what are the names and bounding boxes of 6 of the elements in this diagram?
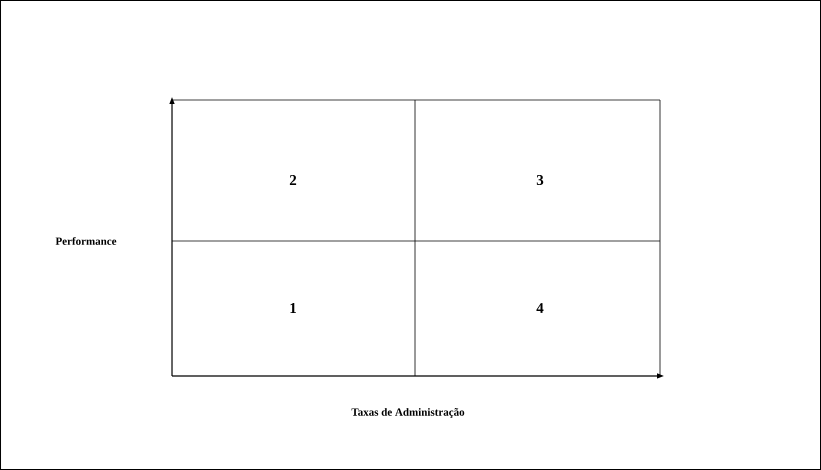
quadrant-number: 4: [536, 303, 544, 313]
axis-label: Taxas de Administração: [352, 408, 464, 418]
axis-label: Performance: [56, 237, 116, 245]
quadrant-number: 2: [290, 175, 296, 185]
quadrant-number: 3: [536, 174, 544, 186]
quadrant-number: 1: [290, 303, 296, 313]
